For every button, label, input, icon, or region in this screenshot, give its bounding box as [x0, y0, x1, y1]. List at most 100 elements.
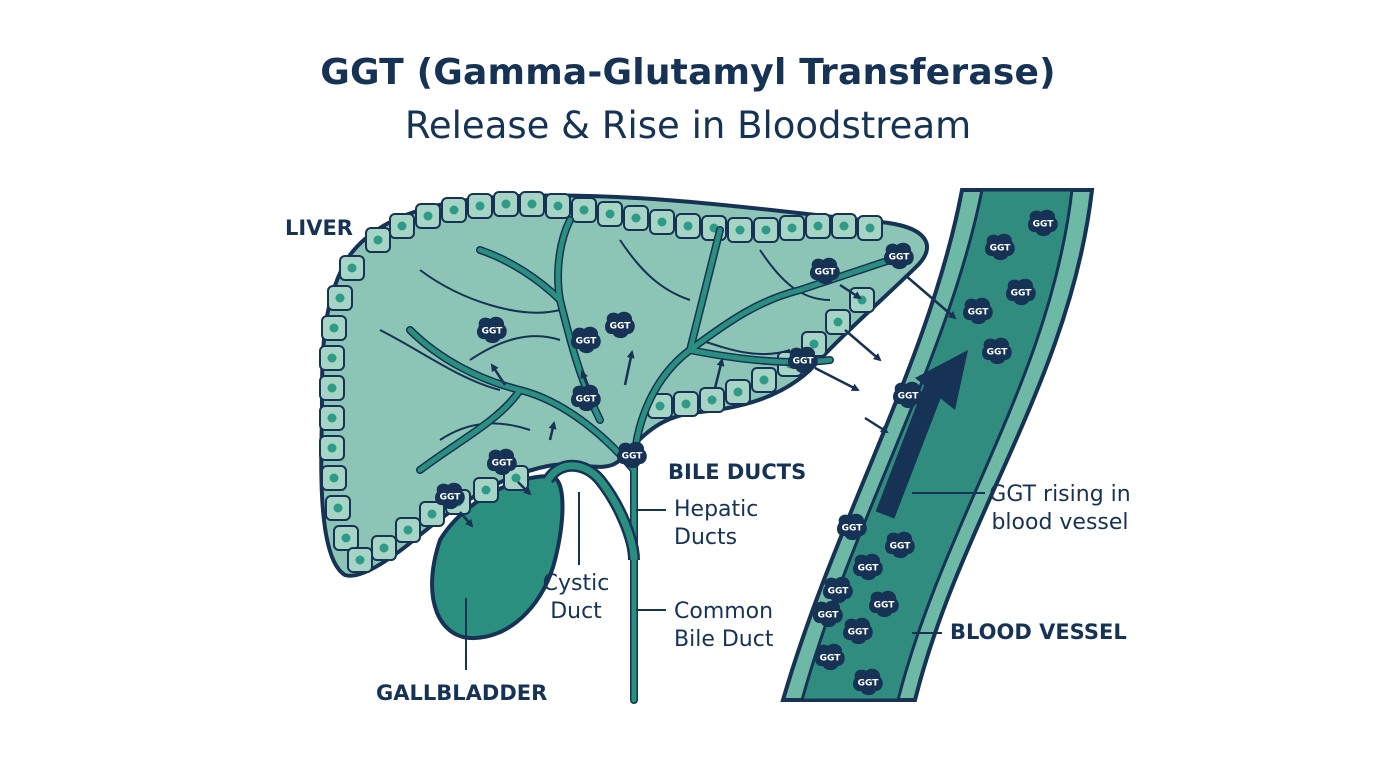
- ggt-enzyme-blob: [885, 531, 915, 559]
- title-line-2: Release & Rise in Bloodstream: [404, 104, 972, 147]
- ggt-enzyme-group: GGTGGTGGTGGTGGTGGTGGTGGTGGTGGTGGTGGTGGTG…: [435, 209, 1058, 696]
- cell-nucleus: [373, 235, 383, 245]
- ggt-enzyme: GGT: [853, 668, 883, 696]
- label-cystic-line-2: Duct: [550, 599, 602, 624]
- ggt-enzyme-label: GGT: [890, 542, 912, 552]
- cell-nucleus: [865, 223, 875, 233]
- label-cystic-line-1: Cystic: [542, 571, 610, 596]
- ggt-enzyme-label: GGT: [968, 308, 990, 318]
- ggt-enzyme-label: GGT: [576, 395, 598, 405]
- cell-nucleus: [329, 323, 339, 333]
- label-hepatic-ducts: Hepatic Ducts: [674, 496, 758, 552]
- ggt-enzyme-blob: [893, 381, 923, 409]
- ggt-enzyme-blob: [571, 326, 601, 354]
- ggt-enzyme: GGT: [823, 576, 853, 604]
- ggt-enzyme-blob: [884, 242, 914, 270]
- ggt-enzyme-blob: [985, 233, 1015, 261]
- ggt-enzyme-blob: [982, 337, 1012, 365]
- cell-nucleus: [379, 543, 389, 553]
- cell-nucleus: [335, 293, 345, 303]
- ggt-enzyme-label: GGT: [1033, 220, 1055, 230]
- label-bile-ducts: BILE DUCTS: [668, 460, 807, 484]
- label-cystic-duct: Cystic Duct: [536, 570, 616, 626]
- cell-nucleus: [347, 263, 357, 273]
- ggt-enzyme: GGT: [1006, 278, 1036, 306]
- label-ggt-rising: GGT rising in blood vessel: [986, 481, 1134, 537]
- ggt-enzyme-label: GGT: [848, 628, 870, 638]
- cell-nucleus: [327, 353, 337, 363]
- ggt-enzyme-label: GGT: [482, 327, 504, 337]
- ggt-enzyme-label: GGT: [858, 564, 880, 574]
- cell-nucleus: [527, 199, 537, 209]
- cell-nucleus: [787, 223, 797, 233]
- label-gallbladder: GALLBLADDER: [376, 681, 548, 705]
- ggt-enzyme: GGT: [605, 311, 635, 339]
- cell-nucleus: [683, 221, 693, 231]
- label-ggt-rising-line-2: blood vessel: [991, 510, 1129, 535]
- cell-nucleus: [605, 209, 615, 219]
- ggt-enzyme-label: GGT: [492, 459, 514, 469]
- ggt-enzyme-label: GGT: [622, 452, 644, 462]
- liver-cell-border: [319, 191, 883, 573]
- ggt-enzyme: GGT: [815, 643, 845, 671]
- cell-nucleus: [735, 225, 745, 235]
- ggt-enzyme-blob: [487, 448, 517, 476]
- ggt-enzyme: GGT: [810, 257, 840, 285]
- ggt-enzyme: GGT: [982, 337, 1012, 365]
- ggt-enzyme: GGT: [893, 381, 923, 409]
- cell-nucleus: [813, 221, 823, 231]
- ggt-enzyme: GGT: [837, 513, 867, 541]
- release-arrows: [459, 274, 957, 528]
- ggt-enzyme: GGT: [885, 531, 915, 559]
- cell-nucleus: [733, 387, 743, 397]
- cell-nucleus: [579, 205, 589, 215]
- title-line-1: GGT (Gamma-Glutamyl Transferase): [320, 52, 1056, 93]
- rising-arrow: [875, 350, 968, 519]
- cell-nucleus: [681, 399, 691, 409]
- cell-nucleus: [511, 473, 521, 483]
- ggt-enzyme: GGT: [869, 590, 899, 618]
- label-common-line-2: Bile Duct: [674, 627, 774, 652]
- ggt-enzyme-blob: [823, 576, 853, 604]
- cell-nucleus: [475, 201, 485, 211]
- ggt-enzyme-blob: [843, 617, 873, 645]
- ggt-enzyme-label: GGT: [889, 253, 911, 263]
- cell-nucleus: [449, 205, 459, 215]
- ggt-enzyme-label: GGT: [898, 392, 920, 402]
- label-liver: LIVER: [285, 216, 353, 240]
- ggt-enzyme: GGT: [853, 553, 883, 581]
- ggt-enzyme-label: GGT: [842, 524, 864, 534]
- ggt-enzyme-blob: [605, 311, 635, 339]
- cell-nucleus: [327, 383, 337, 393]
- leader-lines: [465, 492, 985, 670]
- ggt-enzyme-blob: [963, 297, 993, 325]
- cell-nucleus: [809, 339, 819, 349]
- cell-nucleus: [329, 473, 339, 483]
- label-hepatic-line-1: Hepatic: [674, 497, 759, 522]
- ggt-enzyme-label: GGT: [990, 244, 1012, 254]
- ggt-enzyme-blob: [815, 643, 845, 671]
- ggt-enzyme-label: GGT: [576, 337, 598, 347]
- cell-nucleus: [553, 201, 563, 211]
- ggt-enzyme-blob: [837, 513, 867, 541]
- cell-nucleus: [327, 413, 337, 423]
- ggt-enzyme-blob: [810, 257, 840, 285]
- cell-nucleus: [501, 199, 511, 209]
- ggt-enzyme: GGT: [571, 326, 601, 354]
- cell-nucleus: [333, 503, 343, 513]
- cell-nucleus: [833, 317, 843, 327]
- cell-nucleus: [657, 217, 667, 227]
- ggt-enzyme-label: GGT: [793, 357, 815, 367]
- ggt-enzyme: GGT: [571, 384, 601, 412]
- ggt-enzyme-blob: [477, 316, 507, 344]
- ggt-enzyme: GGT: [813, 600, 843, 628]
- cell-nucleus: [423, 211, 433, 221]
- ggt-enzyme: GGT: [487, 448, 517, 476]
- ggt-enzyme-blob: [788, 346, 818, 374]
- ggt-enzyme: GGT: [477, 316, 507, 344]
- ggt-enzyme-blob: [853, 553, 883, 581]
- ggt-enzyme-label: GGT: [987, 348, 1009, 358]
- ggt-enzyme-blob: [1006, 278, 1036, 306]
